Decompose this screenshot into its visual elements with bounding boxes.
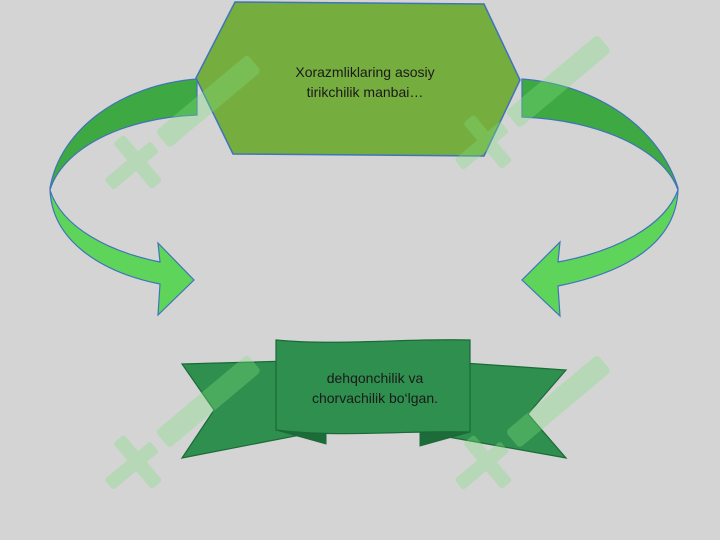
right-curved-arrow	[521, 78, 679, 318]
right-arrow-front-face	[521, 189, 679, 318]
left-arrow-front-face	[49, 189, 195, 317]
right-arrow-back-face	[521, 78, 679, 191]
ribbon-center-band	[275, 339, 471, 435]
ribbon-text: dehqonchilik va chorvachilik bo‘lgan.	[311, 370, 439, 406]
left-curved-arrow	[49, 78, 198, 317]
top-hexagon-box	[195, 1, 521, 157]
left-arrow-back-face	[49, 78, 198, 191]
ribbon-banner	[180, 339, 568, 459]
top-box-text: Xorazmliklaring asosiy tirikchilik manba…	[295, 64, 435, 100]
soff-logo-icon	[105, 36, 610, 490]
